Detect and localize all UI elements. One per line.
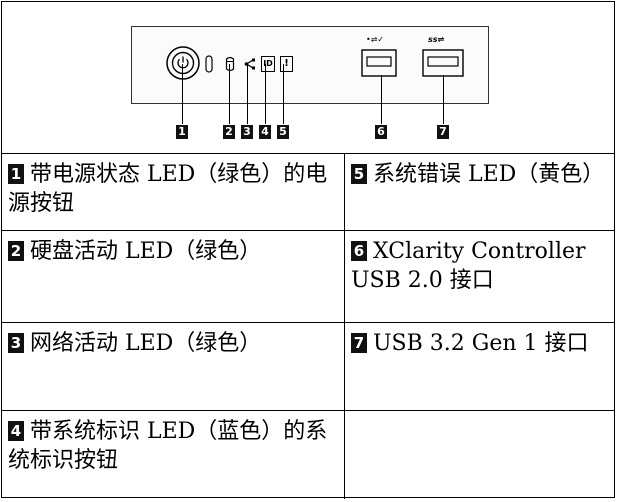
legend-cell: 5 系统错误 LED（黄色）: [345, 154, 613, 230]
legend-cell: 2 硬盘活动 LED（绿色）: [2, 231, 345, 322]
legend-text: 硬盘活动 LED（绿色）: [30, 239, 262, 264]
legend-text: 带系统标识 LED（蓝色）的系统标识按钮: [8, 419, 328, 473]
legend-row: 3 网络活动 LED（绿色） 7 USB 3.2 Gen 1 接口: [2, 323, 614, 411]
callout-leader-1: [182, 64, 184, 124]
legend-text: 网络活动 LED（绿色）: [30, 331, 262, 356]
legend-text: 系统错误 LED（黄色）: [373, 162, 605, 187]
legend-text: 带电源状态 LED（绿色）的电源按钮: [8, 162, 328, 216]
front-panel-figure: ID ! •⇌✓ ss⇌ 1 2 3 4 5: [2, 2, 614, 154]
legend-number: 3: [8, 333, 24, 353]
usb-port-6-icon: [361, 49, 397, 77]
legend-cell: [345, 411, 613, 499]
usb3-superspeed-label-icon: ss⇌: [428, 35, 445, 44]
callout-leader-3: [247, 64, 249, 124]
legend-text: XClarity Controller USB 2.0 接口: [351, 239, 586, 293]
callout-leader-6: [381, 75, 383, 124]
callout-5: 5: [277, 125, 289, 139]
system-error-led-icon: !: [280, 56, 293, 72]
legend-text: USB 3.2 Gen 1 接口: [373, 331, 589, 356]
legend-number: 1: [8, 164, 24, 184]
callout-leader-4: [265, 64, 267, 124]
legend-cell: 3 网络活动 LED（绿色）: [2, 323, 345, 410]
xcc-usb-label-icon: •⇌✓: [366, 35, 385, 44]
legend-number: 5: [351, 164, 367, 184]
legend-number: 6: [351, 241, 367, 261]
power-led-icon: [205, 55, 213, 73]
callout-3: 3: [241, 125, 253, 139]
callout-2: 2: [223, 125, 235, 139]
callout-1: 1: [176, 125, 188, 139]
system-id-button-icon: ID: [261, 56, 275, 72]
drive-activity-led-icon: [225, 56, 235, 72]
network-activity-led-icon: [244, 58, 255, 70]
callout-leader-2: [229, 64, 231, 124]
callout-7: 7: [437, 125, 449, 139]
legend-number: 4: [8, 421, 24, 441]
usb-port-7-icon: [422, 49, 464, 77]
legend-number: 7: [351, 333, 367, 353]
legend-cell: 7 USB 3.2 Gen 1 接口: [345, 323, 613, 410]
legend-number: 2: [8, 241, 24, 261]
callout-6: 6: [375, 125, 387, 139]
callout-4: 4: [259, 125, 271, 139]
front-operator-panel: ID ! •⇌✓ ss⇌: [131, 26, 489, 104]
callout-leader-7: [443, 75, 445, 124]
callout-leader-5: [283, 64, 285, 124]
